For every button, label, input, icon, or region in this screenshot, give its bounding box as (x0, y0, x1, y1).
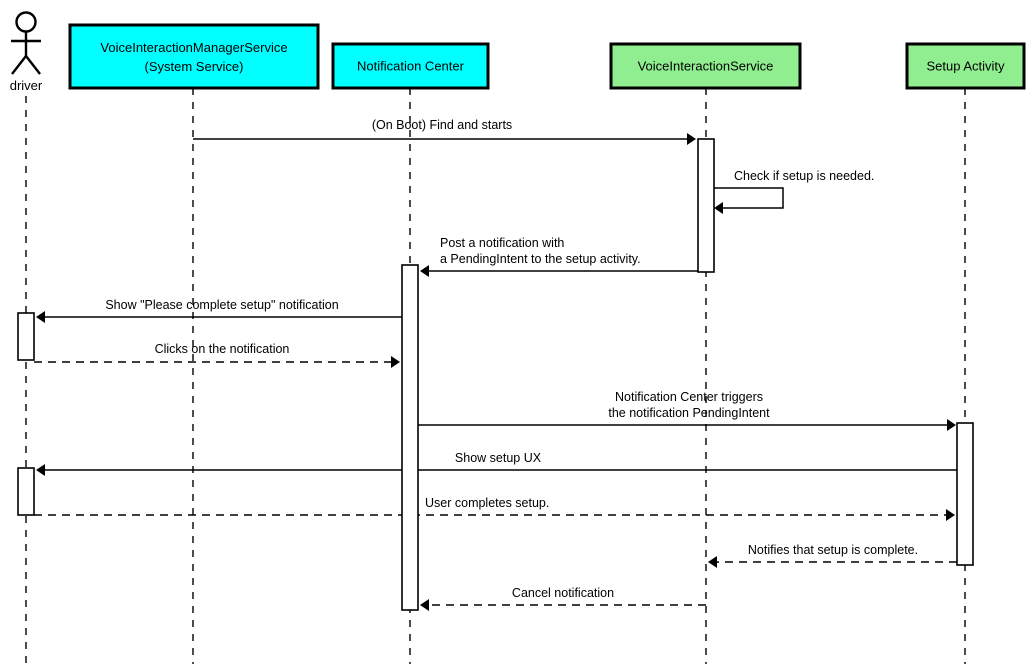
message-arrowhead-msg-user-completes-setup (946, 509, 955, 521)
message-label-msg-on-boot-find-and-starts: (On Boot) Find and starts (372, 118, 512, 132)
message-label-msg-cancel-notification: Cancel notification (512, 586, 614, 600)
participant-box-voice-interaction-service[interactable]: VoiceInteractionService (609, 42, 802, 90)
message-msg-notification-center-triggers-pendingintent[interactable] (418, 419, 956, 431)
message-msg-check-if-setup-is-needed[interactable] (714, 187, 784, 214)
message-msg-show-please-complete-setup-notification[interactable] (36, 311, 402, 323)
participants-layer: driver VoiceInteractionManagerService (Sys… (10, 11, 1026, 93)
actor-leg-left-icon (11, 55, 27, 75)
message-arrowhead-msg-post-a-notification (420, 265, 429, 277)
message-arrowhead-msg-notification-center-triggers-pendingintent (947, 419, 956, 431)
message-msg-clicks-on-the-notification[interactable] (34, 356, 400, 368)
message-arrowhead-msg-clicks-on-the-notification (391, 356, 400, 368)
activation-bar-driver (17, 467, 35, 516)
message-label-msg-show-please-complete-setup-notification: Show "Please complete setup" notificatio… (105, 298, 338, 312)
message-label-msg-notification-center-triggers-pendingintent: the notification PendingIntent (608, 406, 770, 420)
message-msg-post-a-notification[interactable] (420, 265, 714, 277)
participant-box-notification-center[interactable]: Notification Center (331, 42, 490, 90)
message-label-msg-post-a-notification: a PendingIntent to the setup activity. (440, 252, 641, 266)
message-line-msg-check-if-setup-is-needed (714, 187, 784, 209)
participant-label-setup-activity: Setup Activity (926, 58, 1005, 73)
message-msg-on-boot-find-and-starts[interactable] (193, 133, 696, 145)
activation-bar-notification-center (401, 264, 419, 611)
actor-driver[interactable] (11, 11, 41, 75)
message-msg-show-setup-ux[interactable] (36, 464, 957, 476)
actor-label-driver: driver (10, 78, 43, 93)
message-arrowhead-msg-cancel-notification (420, 599, 429, 611)
message-label-msg-notification-center-triggers-pendingintent: Notification Center triggers (615, 390, 763, 404)
participant-frame-voice-interaction-service (609, 42, 802, 90)
message-label-msg-notifies-that-setup-is-complete: Notifies that setup is complete. (748, 543, 918, 557)
participant-frame-notification-center (331, 42, 490, 90)
actor-leg-right-icon (25, 55, 41, 75)
message-label-msg-check-if-setup-is-needed: Check if setup is needed. (734, 169, 874, 183)
activation-bar-voice-interaction-service (697, 138, 715, 273)
message-arrowhead-msg-notifies-that-setup-is-complete (708, 556, 717, 568)
participant-box-vims[interactable]: VoiceInteractionManagerService (System Se… (68, 23, 320, 90)
message-label-msg-clicks-on-the-notification: Clicks on the notification (155, 342, 290, 356)
participant-label-vims: VoiceInteractionManagerService (100, 40, 287, 55)
participant-box-setup-activity[interactable]: Setup Activity (905, 42, 1026, 90)
activation-bar-setup-activity (956, 422, 974, 566)
message-arrowhead-msg-show-please-complete-setup-notification (36, 311, 45, 323)
message-label-msg-user-completes-setup: User completes setup. (425, 496, 549, 510)
participant-sublabel-vims: (System Service) (145, 59, 244, 74)
messages-layer (34, 133, 957, 611)
actor-head-icon (15, 11, 37, 33)
participant-frame-vims (68, 23, 320, 90)
activation-bar-driver (17, 312, 35, 361)
message-msg-cancel-notification[interactable] (420, 599, 706, 611)
participant-label-notification-center: Notification Center (357, 58, 465, 73)
message-label-msg-show-setup-ux: Show setup UX (455, 451, 542, 465)
message-label-msg-post-a-notification: Post a notification with (440, 236, 564, 250)
participant-label-voice-interaction-service: VoiceInteractionService (638, 58, 774, 73)
message-arrowhead-msg-on-boot-find-and-starts (687, 133, 696, 145)
message-arrowhead-msg-check-if-setup-is-needed (714, 202, 723, 214)
participant-frame-setup-activity (905, 42, 1026, 90)
message-msg-notifies-that-setup-is-complete[interactable] (708, 556, 957, 568)
activations-layer (17, 138, 974, 611)
message-msg-user-completes-setup[interactable] (34, 509, 955, 521)
message-arrowhead-msg-show-setup-ux (36, 464, 45, 476)
